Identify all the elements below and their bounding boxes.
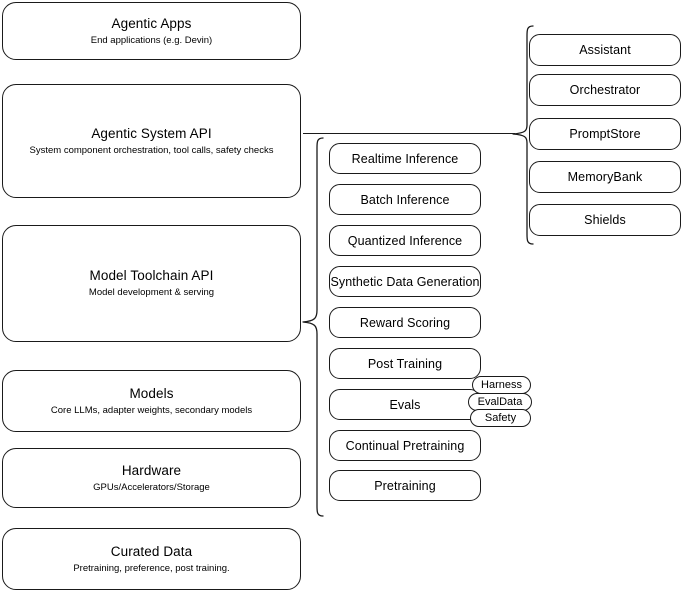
layer-title: Hardware [121,462,182,478]
layer-model-toolchain-api[interactable]: Model Toolchain API Model development & … [2,225,301,342]
capability-evals[interactable]: Evals [329,389,481,420]
eval-pill-evaldata[interactable]: EvalData [468,393,532,411]
component-promptstore[interactable]: PromptStore [529,118,681,150]
layer-subtitle: Pretraining, preference, post training. [73,562,230,574]
layer-title: Model Toolchain API [89,268,214,283]
capability-batch-inference[interactable]: Batch Inference [329,184,481,215]
capability-label: Evals [389,397,421,412]
component-label: Shields [584,213,626,227]
layer-models[interactable]: Models Core LLMs, adapter weights, secon… [2,370,301,432]
component-label: MemoryBank [567,170,643,184]
capability-label: Realtime Inference [351,151,459,166]
layer-curated-data[interactable]: Curated Data Pretraining, preference, po… [2,528,301,590]
component-label: Orchestrator [569,83,641,97]
capability-label: Post Training [367,356,443,371]
capability-pretraining[interactable]: Pretraining [329,470,481,501]
capability-realtime-inference[interactable]: Realtime Inference [329,143,481,174]
eval-pill-safety[interactable]: Safety [470,409,531,427]
capability-label: Continual Pretraining [345,438,465,453]
component-memorybank[interactable]: MemoryBank [529,161,681,193]
component-label: Assistant [579,43,631,57]
component-label: PromptStore [569,127,641,141]
eval-pill-label: Safety [484,412,517,424]
layer-subtitle: System component orchestration, tool cal… [29,144,274,156]
brace-to-agentic-system-api [512,25,534,245]
connector-system-api-to-components [303,133,515,135]
layer-agentic-apps[interactable]: Agentic Apps End applications (e.g. Devi… [2,2,301,60]
layer-subtitle: GPUs/Accelerators/Storage [93,481,210,493]
capability-quantized-inference[interactable]: Quantized Inference [329,225,481,256]
capability-label: Batch Inference [360,192,450,207]
capability-label: Quantized Inference [347,233,463,248]
brace-to-model-toolchain-api [302,137,324,517]
layer-title: Models [129,385,174,401]
layer-subtitle: Model development & serving [88,287,215,298]
capability-label: Reward Scoring [359,315,451,330]
component-orchestrator[interactable]: Orchestrator [529,74,681,106]
capability-synthetic-data-generation[interactable]: Synthetic Data Generation [329,266,481,297]
capability-reward-scoring[interactable]: Reward Scoring [329,307,481,338]
capability-post-training[interactable]: Post Training [329,348,481,379]
layer-title: Curated Data [110,543,193,559]
capability-label: Pretraining [374,478,436,493]
eval-pill-label: Harness [481,379,522,391]
component-assistant[interactable]: Assistant [529,34,681,66]
layer-subtitle: Core LLMs, adapter weights, secondary mo… [50,404,253,416]
layer-subtitle: End applications (e.g. Devin) [90,34,213,46]
layer-hardware[interactable]: Hardware GPUs/Accelerators/Storage [2,448,301,508]
eval-pill-label: EvalData [477,396,523,408]
eval-pill-harness[interactable]: Harness [472,376,531,394]
capability-label: Synthetic Data Generation [330,274,480,289]
layer-title: Agentic System API [91,125,212,141]
layer-title: Agentic Apps [111,15,192,31]
layer-agentic-system-api[interactable]: Agentic System API System component orch… [2,84,301,198]
component-shields[interactable]: Shields [529,204,681,236]
capability-continual-pretraining[interactable]: Continual Pretraining [329,430,481,461]
